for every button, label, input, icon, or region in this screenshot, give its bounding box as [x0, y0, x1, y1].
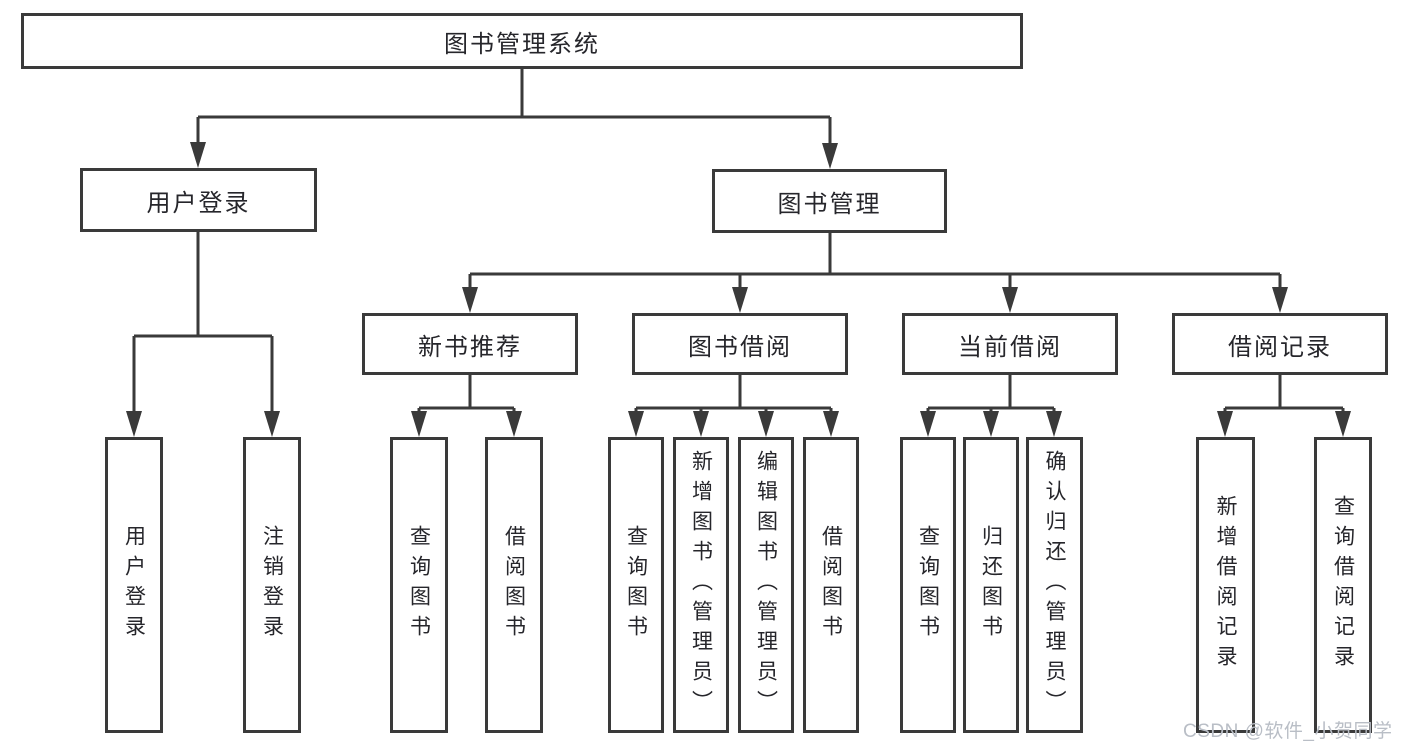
- leaf-records-add-record: 新增借阅记录: [1196, 437, 1255, 733]
- arrow-down-icon: [411, 411, 427, 437]
- leaf-borrow-query-books: 查询图书: [608, 437, 664, 733]
- leaf-current-confirm-return-admin: 确认归还（管理员）: [1026, 437, 1083, 733]
- arrow-down-icon: [1046, 411, 1062, 437]
- arrow-down-icon: [126, 411, 142, 437]
- arrow-down-icon: [190, 142, 206, 168]
- arrow-down-icon: [628, 411, 644, 437]
- connector-records-to-leaves: [1223, 375, 1345, 413]
- leaf-borrow-add-books-admin: 新增图书（管理员）: [673, 437, 729, 733]
- node-new-book-recommend: 新书推荐: [362, 313, 578, 375]
- connector-mgmt-to-level3: [468, 233, 1282, 289]
- csdn-watermark: CSDN @软件_小贺同学: [1183, 721, 1393, 742]
- leaf-current-query-books: 查询图书: [900, 437, 956, 733]
- arrow-down-icon: [264, 411, 280, 437]
- arrowheads: [126, 142, 1351, 437]
- leaf-borrow-edit-books-admin: 编辑图书（管理员）: [738, 437, 794, 733]
- connector-borrow-to-leaves: [634, 375, 833, 413]
- arrow-down-icon: [1335, 411, 1351, 437]
- node-root-system: 图书管理系统: [21, 13, 1023, 69]
- leaf-records-query-record: 查询借阅记录: [1314, 437, 1372, 733]
- leaf-newbook-borrow-books: 借阅图书: [485, 437, 543, 733]
- leaf-logout: 注销登录: [243, 437, 301, 733]
- node-book-borrowing: 图书借阅: [632, 313, 848, 375]
- arrow-down-icon: [1002, 287, 1018, 313]
- arrow-down-icon: [1272, 287, 1288, 313]
- node-user-login: 用户登录: [80, 168, 317, 232]
- arrow-down-icon: [462, 287, 478, 313]
- leaf-current-return-books: 归还图书: [963, 437, 1019, 733]
- node-book-management: 图书管理: [712, 169, 947, 233]
- arrow-down-icon: [693, 411, 709, 437]
- connector-login-to-leaves: [132, 232, 274, 413]
- node-current-borrowing: 当前借阅: [902, 313, 1118, 375]
- arrow-down-icon: [983, 411, 999, 437]
- arrow-down-icon: [823, 411, 839, 437]
- arrow-down-icon: [1217, 411, 1233, 437]
- arrow-down-icon: [506, 411, 522, 437]
- leaf-user-login: 用户登录: [105, 437, 163, 733]
- leaf-newbook-query-books: 查询图书: [390, 437, 448, 733]
- arrow-down-icon: [732, 287, 748, 313]
- connector-root-to-level2: [196, 69, 832, 145]
- arrow-down-icon: [758, 411, 774, 437]
- node-borrowing-records: 借阅记录: [1172, 313, 1388, 375]
- connector-current-to-leaves: [926, 375, 1056, 413]
- leaf-borrow-borrow-books: 借阅图书: [803, 437, 859, 733]
- arrow-down-icon: [822, 143, 838, 169]
- arrow-down-icon: [920, 411, 936, 437]
- connector-newbook-to-leaves: [417, 375, 516, 413]
